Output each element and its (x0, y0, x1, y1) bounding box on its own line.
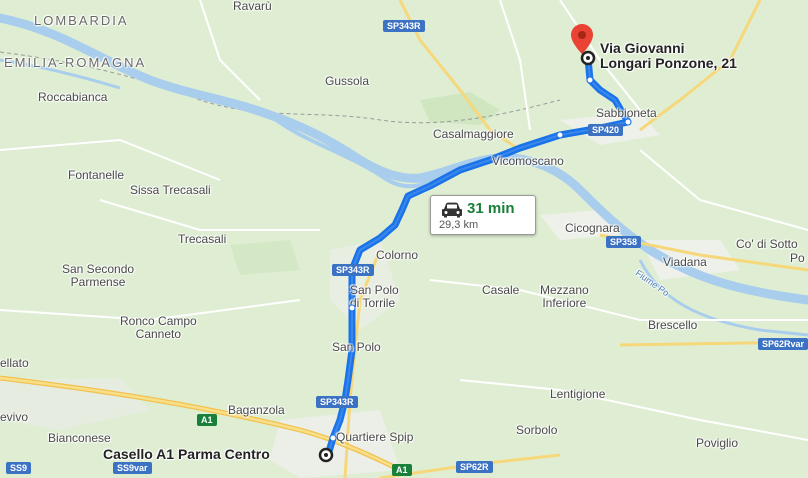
place-label: Lentigione (550, 387, 606, 401)
place-label: ellato (0, 356, 29, 370)
place-label: San Secondo Parmense (62, 262, 135, 289)
origin-marker-icon[interactable] (318, 447, 334, 463)
road-shield: SP62R (456, 461, 493, 473)
place-label: Vicomoscano (492, 154, 564, 168)
place-label: Ronco Campo Canneto (120, 314, 197, 341)
road-shield: SS9var (113, 462, 152, 474)
place-label: Colorno (376, 248, 419, 262)
place-label: Viadana (663, 255, 707, 269)
destination-pin-icon[interactable] (571, 24, 593, 54)
region-label: EMILIA-ROMAGNA (4, 55, 147, 70)
route-distance: 29,3 km (439, 219, 479, 231)
road-shield: SP343R (332, 264, 374, 276)
place-label: Fontanelle (68, 168, 125, 182)
origin-label: Casello A1 Parma Centro (103, 446, 270, 462)
place-label: Ravarù (233, 0, 272, 13)
place-label: Cicognara (565, 221, 620, 235)
road-shield: SP420 (588, 124, 624, 136)
place-label: Brescello (648, 318, 698, 332)
road-shield: SS9 (6, 462, 32, 474)
place-label: Casale (482, 283, 520, 297)
road-shield: SP343R (316, 396, 358, 408)
place-label: Poviglio (696, 436, 739, 450)
place-label: Sabbioneta (596, 106, 657, 120)
place-label: San Polo (332, 340, 381, 354)
road-shield: SP62Rvar (758, 338, 808, 350)
place-label: Gussola (325, 74, 370, 88)
destination-label: Via Giovanni Longari Ponzone, 21 (600, 40, 737, 71)
place-label: Casalmaggiore (433, 127, 514, 141)
place-label: Baganzola (228, 403, 285, 417)
road-shield: SP343R (383, 20, 425, 32)
place-label: Trecasali (178, 232, 227, 246)
place-label: Quartiere Spip (336, 430, 414, 444)
place-label: Sorbolo (516, 423, 558, 437)
road-shield: A1 (197, 414, 217, 426)
place-label: Co' di Sotto (736, 237, 798, 251)
place-label: Roccabianca (38, 90, 108, 104)
road-shield: A1 (392, 464, 412, 476)
place-label: Po (790, 251, 805, 265)
route-info-card[interactable]: 31 min 29,3 km (430, 195, 536, 235)
place-label: Sissa Trecasali (130, 183, 211, 197)
road-shield: SP358 (606, 236, 642, 248)
place-label: Mezzano Inferiore (540, 283, 589, 310)
car-icon (442, 202, 462, 218)
place-label: San Polo di Torrile (350, 283, 399, 310)
region-label: LOMBARDIA (34, 13, 129, 28)
destination-marker-icon (580, 50, 596, 66)
route-duration: 31 min (467, 200, 515, 217)
place-label: evivo (0, 410, 29, 424)
place-label: Bianconese (48, 431, 111, 445)
